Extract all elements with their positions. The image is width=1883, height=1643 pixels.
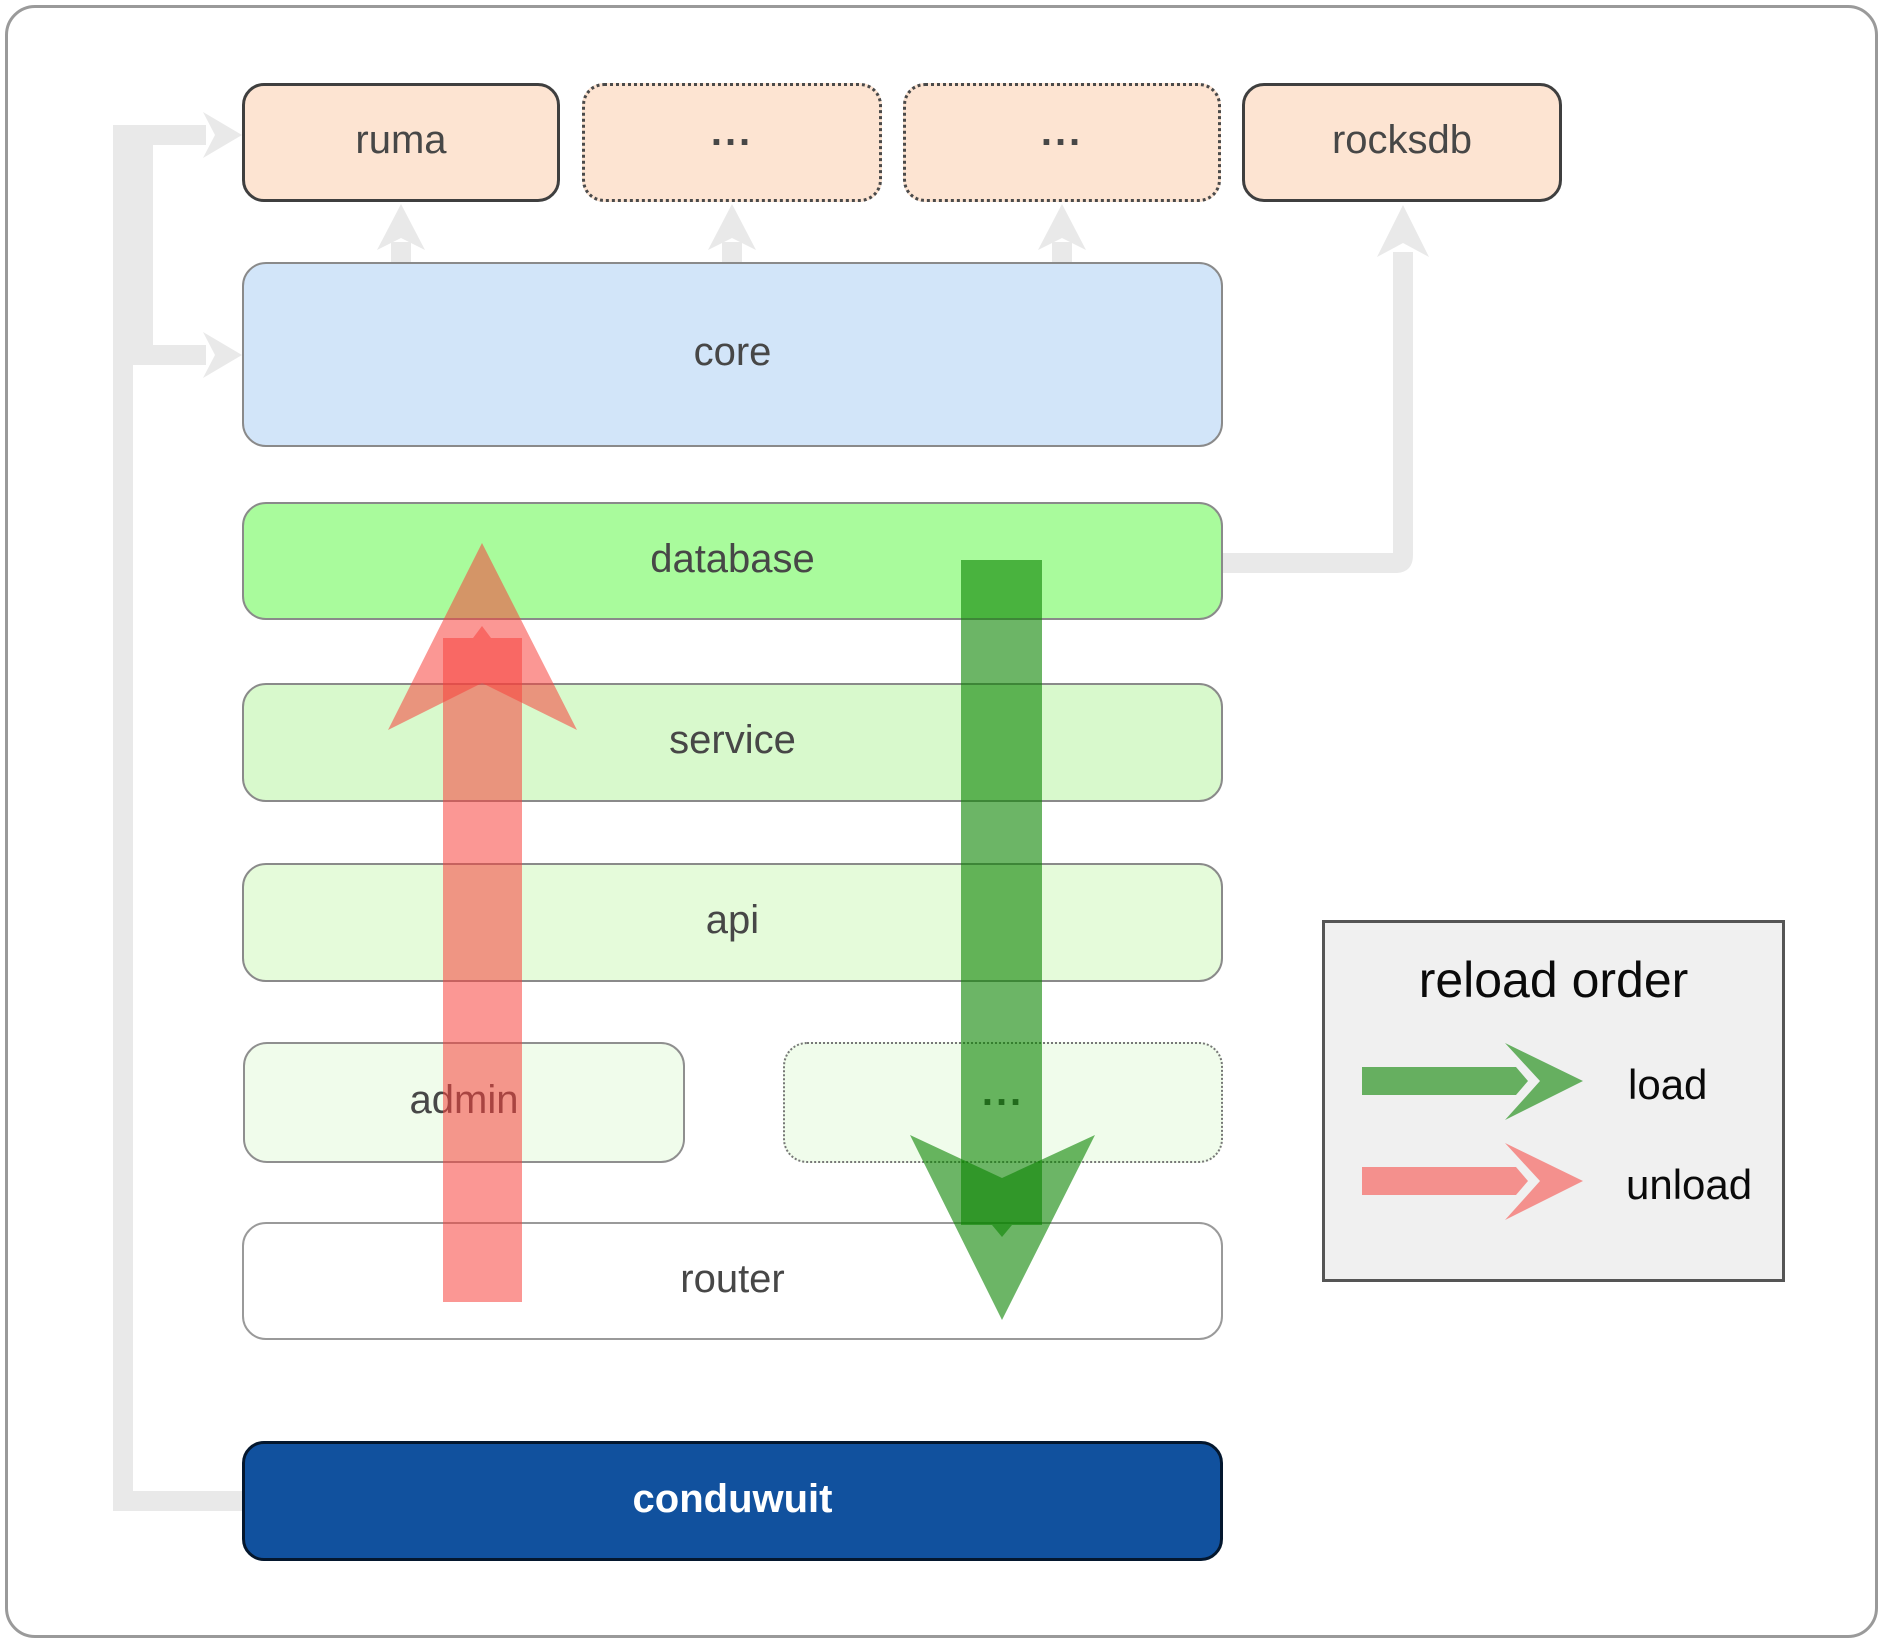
node-dependency-more-1-label: ... — [710, 110, 754, 154]
legend-title: reload order — [1418, 952, 1689, 1008]
legend-unload-label: unload — [1626, 1161, 1753, 1208]
node-admin: admin — [243, 1042, 685, 1163]
node-rocksdb: rocksdb — [1242, 83, 1562, 202]
ruma-arrowhead-icon — [203, 112, 242, 158]
core-to-more1-shaft — [722, 242, 742, 264]
node-ruma: ruma — [242, 83, 560, 202]
node-service-more-label: ... — [981, 1070, 1025, 1114]
core-arrowhead-icon — [203, 332, 242, 378]
node-service-more: ... — [783, 1042, 1223, 1163]
node-router: router — [242, 1222, 1223, 1340]
node-service: service — [242, 683, 1223, 802]
node-conduwuit: conduwuit — [242, 1441, 1223, 1561]
node-dependency-more-1: ... — [582, 83, 882, 202]
node-conduwuit-label: conduwuit — [632, 1476, 833, 1521]
diagram-border — [5, 5, 1878, 1638]
node-router-label: router — [680, 1256, 785, 1301]
node-service-label: service — [669, 718, 796, 762]
core-to-more1-arrowhead-icon — [708, 204, 756, 250]
core-to-ruma-arrowhead-icon — [377, 204, 425, 250]
node-database: database — [242, 502, 1223, 620]
core-to-more2-arrowhead-icon — [1038, 204, 1086, 250]
node-core-label: core — [693, 330, 772, 374]
node-api: api — [242, 863, 1223, 982]
core-to-ruma-shaft — [391, 242, 411, 264]
conduwuit-to-core-connector — [133, 140, 206, 365]
conduwuit-to-ruma-connector — [113, 125, 242, 1511]
legend: reload order load unload — [1322, 920, 1785, 1282]
rocksdb-arrowhead-icon — [1377, 205, 1429, 257]
legend-load-label: load — [1628, 1061, 1708, 1108]
node-admin-label: admin — [409, 1078, 519, 1122]
node-database-label: database — [650, 536, 815, 581]
node-rocksdb-label: rocksdb — [1331, 118, 1473, 162]
node-dependency-more-2-label: ... — [1040, 110, 1084, 154]
node-ruma-label: ruma — [355, 118, 447, 162]
node-dependency-more-2: ... — [903, 83, 1221, 202]
node-api-label: api — [705, 898, 760, 942]
database-to-rocksdb-connector — [1223, 252, 1413, 573]
core-to-more2-shaft — [1052, 242, 1072, 264]
node-core: core — [242, 262, 1223, 447]
